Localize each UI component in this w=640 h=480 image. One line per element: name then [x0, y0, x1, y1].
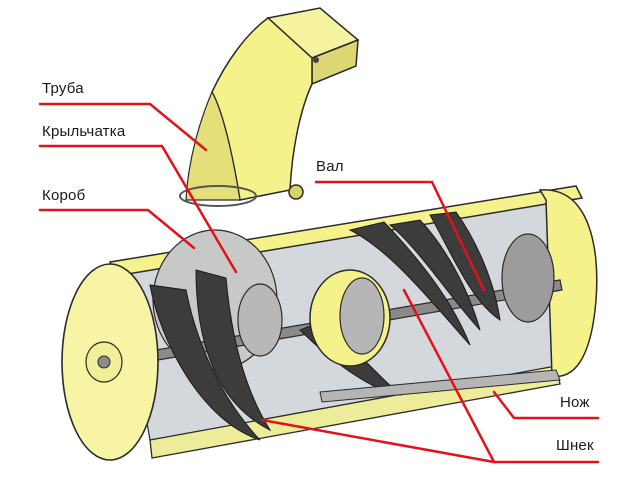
label-shaft: Вал	[316, 158, 344, 175]
knife-blade	[319, 369, 561, 403]
leader-knife	[492, 390, 600, 420]
leader-pipe	[38, 102, 208, 152]
leader-shaft	[314, 180, 486, 292]
leader-lines	[38, 102, 600, 464]
label-pipe: Труба	[42, 80, 84, 97]
leader-housing	[38, 208, 196, 250]
label-auger: Шнек	[556, 437, 594, 454]
leader-impeller	[38, 144, 238, 274]
label-impeller: Крыльчатка	[42, 123, 126, 140]
discharge-pipe	[179, 7, 360, 207]
impeller-hub	[237, 233, 555, 367]
label-housing: Короб	[42, 187, 86, 204]
left-end-disc	[61, 263, 159, 461]
leader-auger-2	[260, 418, 496, 464]
label-knife: Нож	[560, 394, 590, 411]
